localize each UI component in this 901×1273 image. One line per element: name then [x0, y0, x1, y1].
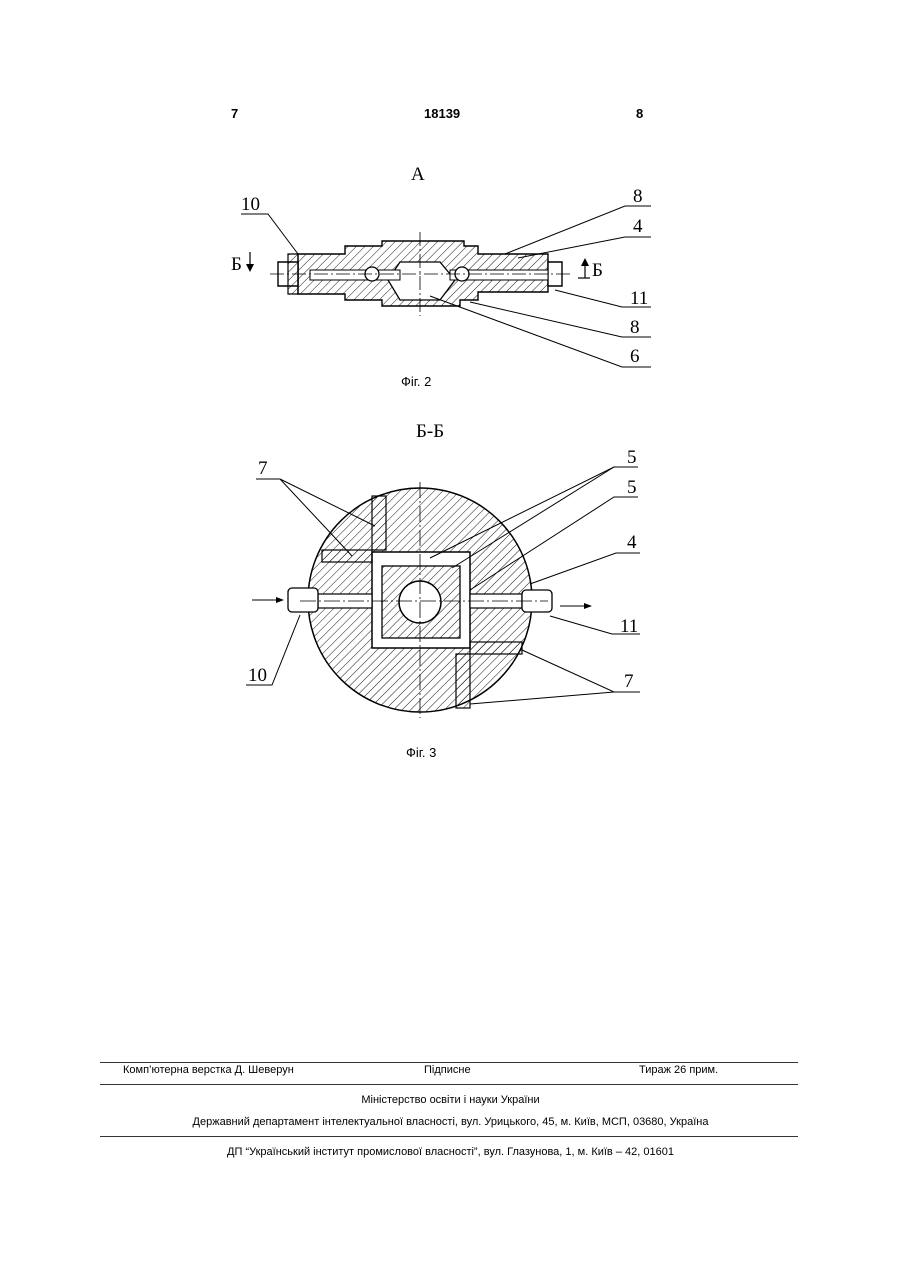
- fig2-label-8-top: 8: [633, 186, 643, 207]
- fig2-label-6: 6: [630, 346, 640, 367]
- fig2-left-channel: [310, 270, 400, 280]
- fig3-plate-top: [372, 496, 386, 550]
- footer-layout-credit: Комп’ютерна верстка Д. Шеверун: [123, 1064, 294, 1076]
- figure3-drawing: Б-Б: [246, 421, 640, 718]
- fig3-plate-bottom-right: [470, 642, 522, 654]
- fig3-view-label: Б-Б: [416, 421, 444, 442]
- fig3-left-nipple: [288, 588, 318, 612]
- fig3-plate-top-left: [322, 550, 372, 562]
- fig2-label-10: 10: [241, 194, 260, 215]
- fig3-label-7-bottom: 7: [624, 671, 634, 692]
- fig3-caption: Фіг. 3: [406, 745, 436, 760]
- technical-drawing: А Б Б: [0, 0, 901, 800]
- footer-ministry: Міністерство освіти і науки України: [0, 1094, 901, 1106]
- footer-rule-bottom: [100, 1136, 798, 1137]
- fig2-section-marker-right: Б: [592, 260, 603, 281]
- figure2-drawing: А Б Б: [231, 164, 651, 367]
- fig3-plate-bottom: [456, 654, 470, 708]
- fig3-label-4: 4: [627, 532, 637, 553]
- footer-circulation: Тираж 26 прим.: [639, 1064, 718, 1076]
- footer-department: Державний департамент інтелектуальної вл…: [0, 1116, 901, 1128]
- footer-signed: Підписне: [424, 1064, 471, 1076]
- footer-institute: ДП “Український інститут промислової вла…: [0, 1146, 901, 1158]
- fig2-label-8-bottom: 8: [630, 317, 640, 338]
- fig2-view-label: А: [411, 164, 425, 185]
- fig2-label-11: 11: [630, 288, 648, 309]
- fig3-label-7-top: 7: [258, 458, 268, 479]
- fig2-label-4: 4: [633, 216, 643, 237]
- fig2-central-bore: [388, 262, 455, 300]
- fig3-label-10: 10: [248, 665, 267, 686]
- fig2-caption: Фіг. 2: [401, 374, 431, 389]
- footer-rule-top: [100, 1062, 798, 1063]
- fig3-label-5-top: 5: [627, 447, 637, 468]
- fig2-section-marker-left: Б: [231, 254, 242, 275]
- fig3-label-5-second: 5: [627, 477, 637, 498]
- footer-rule-middle: [100, 1084, 798, 1085]
